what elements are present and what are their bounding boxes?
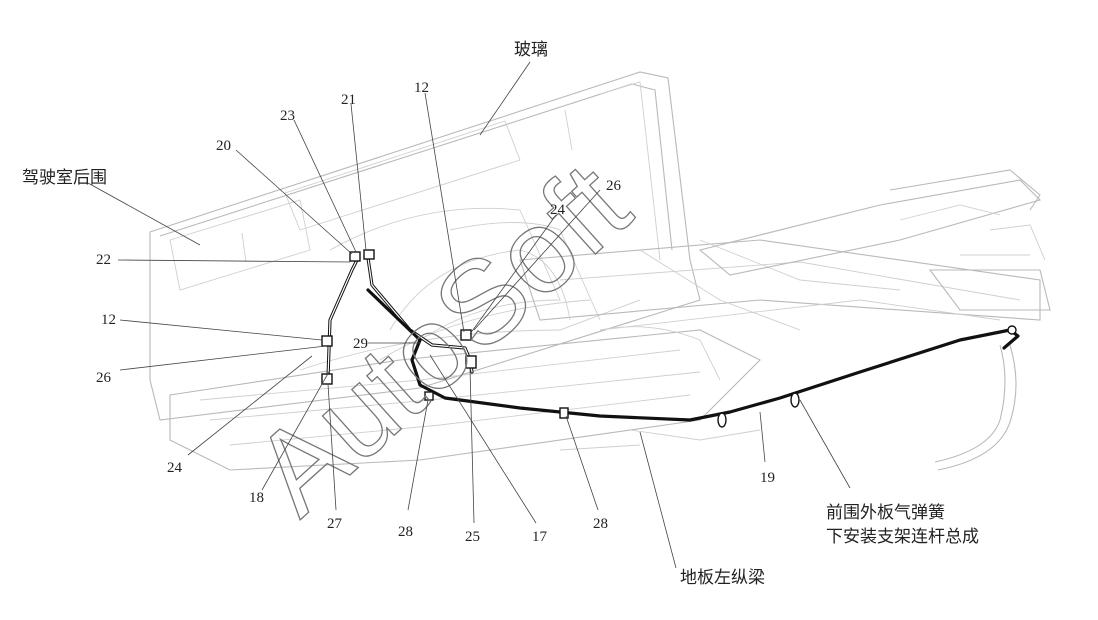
- watermark-text: AutoSoft: [229, 138, 654, 539]
- clip-28-right: [559, 407, 569, 419]
- callout-12-top: 12: [414, 80, 429, 96]
- callout-12-left: 12: [101, 312, 116, 328]
- leader-lines: [87, 61, 851, 569]
- callout-25: 25: [465, 529, 480, 545]
- label-floor-left-rail: 地板左纵梁: [680, 568, 765, 588]
- label-cab-rear-wall: 驾驶室后围: [22, 168, 107, 188]
- clip-19-a: [717, 412, 727, 428]
- callout-29: 29: [353, 336, 368, 352]
- vehicle-structure: [149, 71, 1051, 471]
- clip-25: [465, 355, 477, 369]
- watermark: AutoSoft: [228, 138, 654, 540]
- callout-27: 27: [327, 516, 343, 532]
- callout-28-right: 28: [593, 516, 608, 532]
- callout-26-top: 26: [606, 178, 622, 194]
- callout-20: 20: [216, 138, 231, 154]
- label-gas-spring-line1: 前围外板气弹簧: [826, 503, 945, 523]
- part-labels: 玻璃 驾驶室后围 前围外板气弹簧 下安装支架连杆总成 地板左纵梁: [22, 40, 979, 588]
- callout-21: 21: [341, 92, 356, 108]
- callout-24-mid: 24: [550, 202, 566, 218]
- clip-28-left: [424, 391, 434, 401]
- clip-21: [363, 249, 375, 260]
- label-gas-spring-line2: 下安装支架连杆总成: [826, 527, 979, 547]
- callout-19: 19: [760, 470, 775, 486]
- pipe-end-fitting: [1007, 325, 1017, 335]
- pipe-assembly: [321, 249, 1020, 428]
- callout-24-left: 24: [167, 460, 183, 476]
- callout-17: 17: [532, 529, 548, 545]
- callout-26-left: 26: [96, 370, 112, 386]
- callout-numbers: 20 23 21 12 26 24 22 12 29 26 24 18 27 2…: [96, 80, 775, 545]
- callout-18: 18: [249, 490, 264, 506]
- clip-22: [349, 251, 361, 262]
- clip-12-top: [460, 329, 472, 341]
- callout-22: 22: [96, 252, 111, 268]
- label-glass: 玻璃: [514, 40, 548, 60]
- clip-12-left: [321, 335, 333, 347]
- callout-23: 23: [280, 108, 295, 124]
- clip-27: [321, 373, 333, 385]
- callout-28-left: 28: [398, 524, 413, 540]
- clip-19-b: [790, 392, 800, 408]
